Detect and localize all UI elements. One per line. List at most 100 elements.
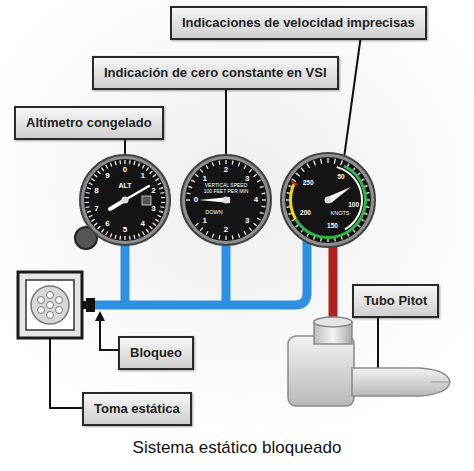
tick-mark [146, 168, 148, 171]
tick-mark [160, 206, 164, 208]
tick-mark [98, 171, 101, 174]
dial-marking: 200 [300, 210, 311, 217]
callout-text: Bloqueo [130, 345, 182, 361]
background [0, 0, 474, 430]
speed-arc [291, 181, 298, 186]
callout-box: Indicación de cero constante en VSI [92, 56, 339, 90]
tick-mark [94, 175, 97, 178]
tick-mark [206, 231, 208, 234]
tick-mark [85, 202, 89, 203]
tick-mark [218, 235, 220, 239]
speed-arc [294, 165, 367, 239]
tick-mark [296, 173, 300, 176]
tick-mark [155, 179, 158, 181]
dial-marking: DOWN [205, 210, 222, 216]
tick-mark [89, 215, 93, 217]
tick-mark [101, 229, 103, 232]
tick-mark [254, 223, 257, 226]
tick-mark [341, 161, 343, 166]
dial-marking: KNOTS [331, 211, 350, 217]
tick-mark [153, 175, 156, 178]
tick-mark [307, 164, 310, 168]
tick-mark [110, 163, 111, 167]
tick-mark [186, 199, 190, 200]
dial-marking: 8 [94, 187, 98, 195]
tick-mark [257, 180, 260, 182]
tick-mark [244, 165, 246, 168]
tick-mark [218, 161, 220, 165]
tick-mark [106, 165, 108, 169]
dial-marking: 2 [224, 226, 228, 234]
callout-box: Altímetro congelado [14, 106, 164, 140]
dial-marking: 5 [123, 226, 127, 234]
tick-mark [260, 186, 264, 187]
dial-marking: 6 [105, 220, 109, 228]
tick-mark [232, 235, 234, 239]
tick-mark [249, 228, 252, 231]
tick-mark [320, 159, 322, 164]
tick-mark [87, 188, 91, 189]
dial-marking: 7 [94, 205, 98, 213]
tick-mark [138, 163, 139, 167]
static-port [18, 272, 86, 338]
tick-mark [138, 233, 139, 237]
tick-mark [212, 234, 213, 238]
dial-marking: 100 [348, 201, 359, 208]
dial-marking: ALT [118, 182, 131, 189]
dial-marking: 1 [203, 217, 207, 225]
tick-mark [161, 202, 165, 203]
tick-mark [262, 199, 266, 200]
callout-text: Toma estática [94, 401, 180, 417]
tick-mark [150, 171, 153, 174]
dial-marking: 1 [203, 175, 207, 183]
dial-marking: 250 [303, 180, 314, 187]
dial-marking: VERTICAL SPEED [205, 183, 248, 188]
tick-mark [124, 236, 125, 240]
tick-mark [133, 161, 135, 165]
pitot-tube [288, 317, 450, 406]
tick-mark [101, 168, 103, 171]
dial-marking: 4 [254, 196, 258, 204]
tick-mark [159, 211, 163, 212]
tick-mark [261, 206, 265, 208]
dial-marking: 0 [194, 196, 198, 204]
tick-mark [91, 219, 94, 221]
tick-mark [142, 165, 144, 169]
tick-mark [244, 231, 246, 234]
tick-mark [195, 174, 198, 177]
callout-text: Indicación de cero constante en VSI [104, 65, 327, 81]
tick-mark [106, 232, 108, 236]
dial-marking: 0 [123, 166, 127, 174]
tick-mark [85, 197, 89, 198]
tick-mark [86, 206, 90, 208]
tick-mark [195, 223, 198, 226]
tick-mark [150, 226, 153, 229]
tick-mark [114, 161, 116, 165]
tick-mark [110, 233, 111, 237]
dial-marking: 3 [245, 175, 249, 183]
tick-mark [86, 192, 90, 194]
tick-mark [200, 169, 203, 172]
tick-mark [160, 192, 164, 194]
tick-mark [146, 229, 148, 232]
tick-mark [142, 232, 144, 236]
tick-mark [155, 219, 158, 221]
tick-mark [238, 234, 239, 238]
tick-mark [91, 179, 94, 181]
callout-text: Indicaciones de velocidad imprecisas [182, 15, 415, 31]
tick-mark [200, 228, 203, 231]
tick-mark [261, 192, 265, 194]
dial-marking: 3 [245, 217, 249, 225]
callout-text: Tubo Pitot [364, 293, 427, 309]
tick-mark [133, 235, 135, 239]
tick-mark [119, 160, 121, 164]
tick-mark [188, 186, 192, 187]
callout-box: Toma estática [82, 392, 192, 426]
dial-marking: 50 [337, 174, 344, 181]
speed-arc [289, 184, 297, 220]
tick-mark [301, 168, 304, 172]
tick-mark [119, 236, 121, 240]
tick-mark [124, 160, 125, 164]
arrowhead [95, 311, 105, 321]
tick-mark [327, 158, 328, 163]
